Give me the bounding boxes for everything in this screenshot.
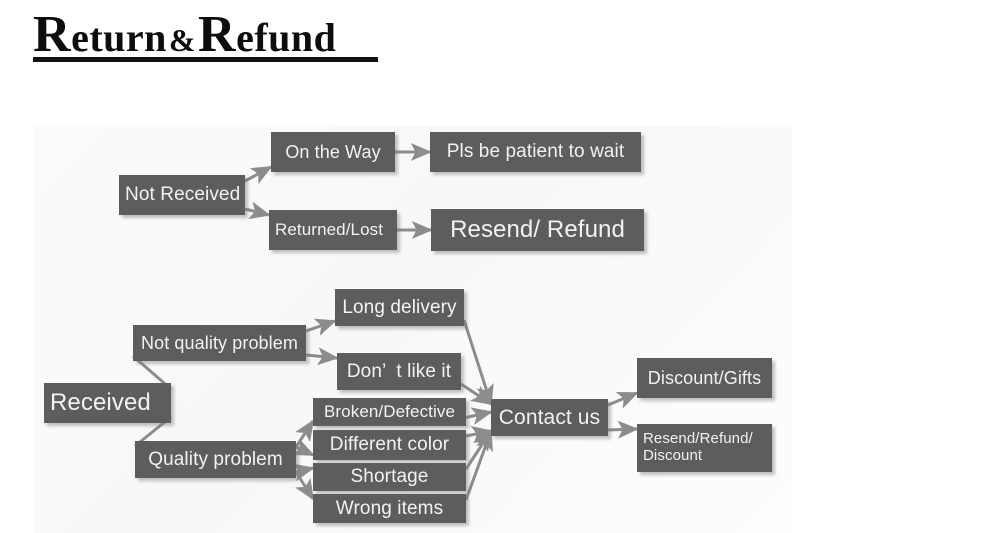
page-title-rest-2: efund <box>236 15 337 60</box>
node-label: Not quality problem <box>141 332 298 353</box>
node-label: Received <box>50 388 151 416</box>
node-label: Contact us <box>498 405 601 429</box>
node-not-quality[interactable]: Not quality problem <box>133 325 306 361</box>
page-title-cap-1: R <box>33 6 72 63</box>
node-broken-defective[interactable]: Broken/Defective <box>313 398 466 426</box>
node-label: Shortage <box>350 466 429 488</box>
node-discount-gifts[interactable]: Discount/Gifts <box>637 358 772 398</box>
node-quality-problem[interactable]: Quality problem <box>135 441 296 478</box>
node-label: Discount/Gifts <box>647 367 762 388</box>
node-shortage[interactable]: Shortage <box>313 463 466 491</box>
node-label: Resend/ Refund <box>450 215 625 243</box>
node-label: Returned/Lost <box>275 220 384 240</box>
page-title: Return&Refund <box>33 6 383 63</box>
node-different-color[interactable]: Different color <box>313 430 466 460</box>
node-label: Don’ t like it <box>346 360 452 382</box>
page-title-rest-1: eturn <box>71 15 167 60</box>
node-label: Different color <box>329 434 450 456</box>
node-label: Resend/Refund/ Discount <box>643 430 753 464</box>
node-resend-refund-disc[interactable]: Resend/Refund/ Discount <box>637 424 772 472</box>
node-resend-refund[interactable]: Resend/ Refund <box>431 209 644 251</box>
node-label: Pls be patient to wait <box>446 141 625 163</box>
page-title-ampersand: & <box>168 22 197 58</box>
node-label: Not Received <box>125 184 241 206</box>
node-wrong-items[interactable]: Wrong items <box>313 494 466 523</box>
title-underline-rule <box>33 57 378 62</box>
node-pls-be-patient[interactable]: Pls be patient to wait <box>430 132 641 172</box>
node-label: On the Way <box>285 141 381 162</box>
node-on-the-way[interactable]: On the Way <box>271 132 395 172</box>
node-label: Broken/Defective <box>323 402 456 422</box>
node-not-received[interactable]: Not Received <box>119 175 245 215</box>
page-title-cap-2: R <box>198 6 237 63</box>
page-title-block: Return&Refund <box>33 6 383 63</box>
node-label: Wrong items <box>335 497 444 519</box>
node-label: Long delivery <box>342 296 457 318</box>
node-returned-lost[interactable]: Returned/Lost <box>269 210 397 250</box>
node-received[interactable]: Received <box>44 383 171 423</box>
node-contact-us[interactable]: Contact us <box>491 399 608 436</box>
node-label: Quality problem <box>148 448 283 470</box>
node-long-delivery[interactable]: Long delivery <box>335 289 464 326</box>
node-dont-like-it[interactable]: Don’ t like it <box>337 353 461 390</box>
